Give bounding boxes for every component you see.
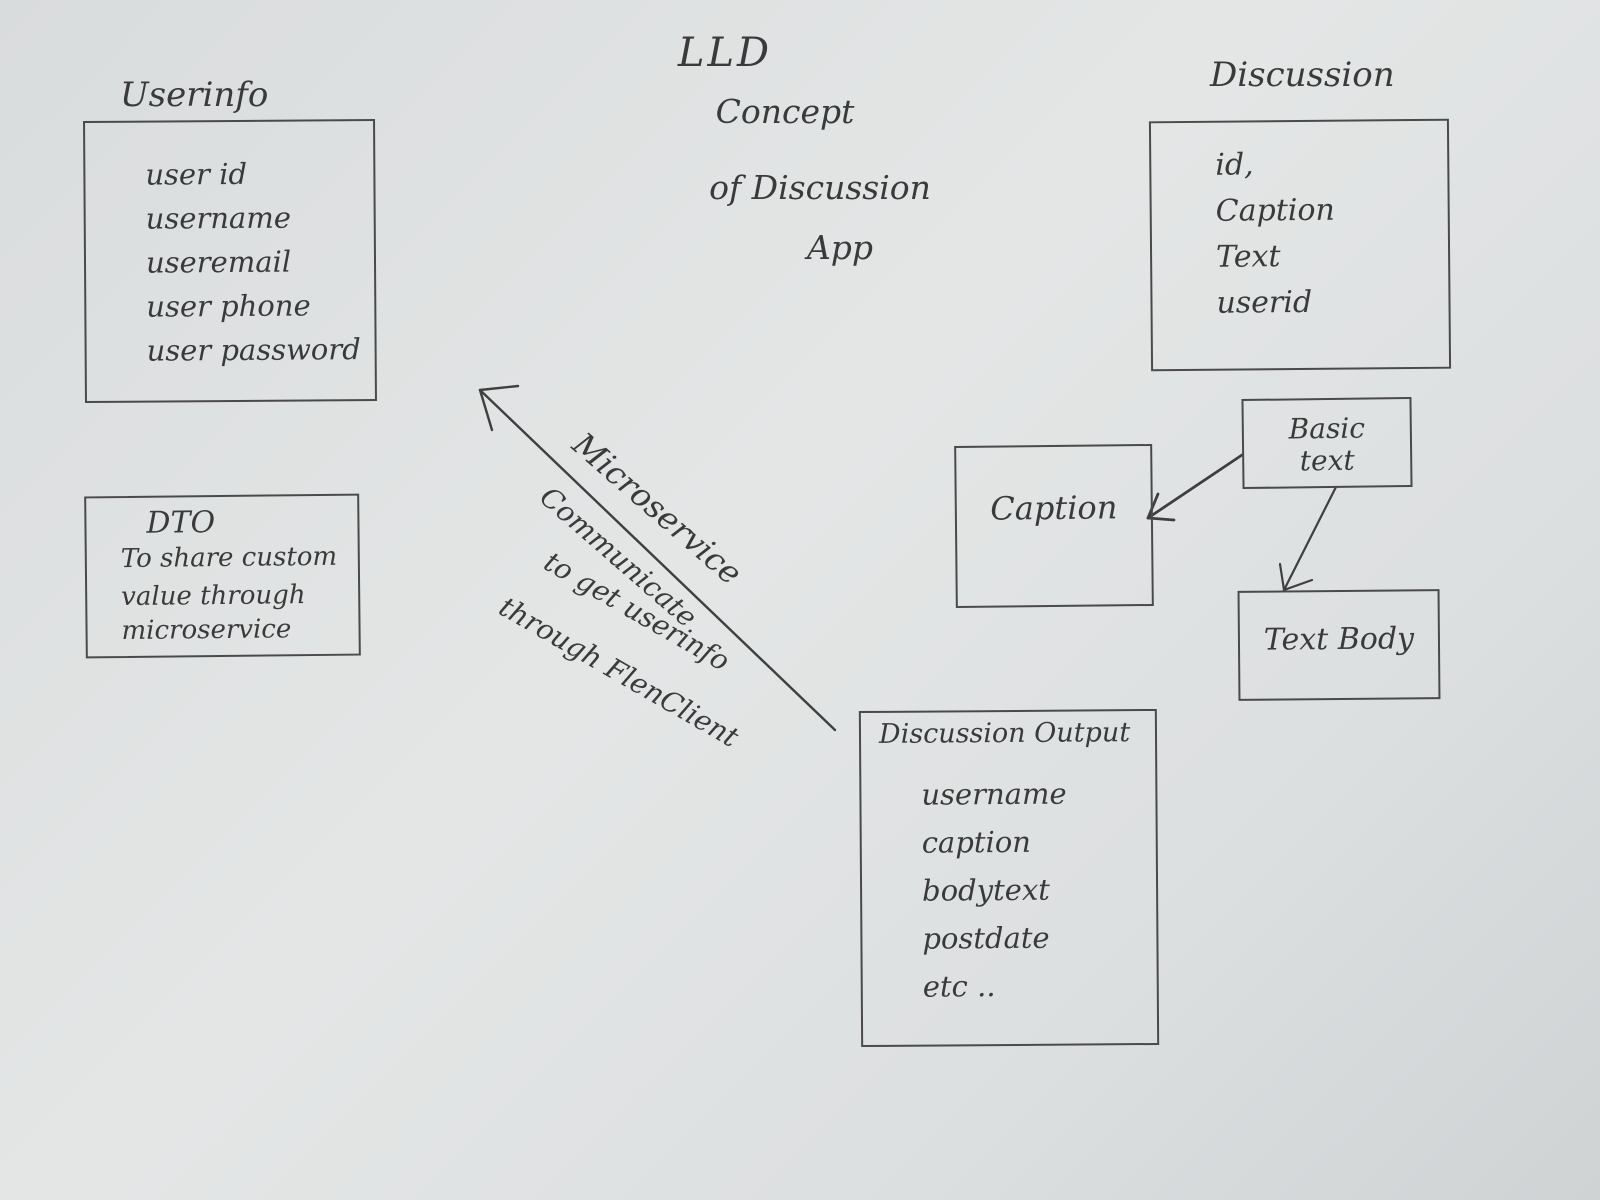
dto-box: DTO To share custom value through micros…: [84, 493, 361, 659]
dto-description-line: microservice: [121, 614, 292, 647]
discussion-output-field: caption: [921, 824, 1032, 860]
discussion-field: userid: [1216, 284, 1313, 321]
dto-description-line: To share custom: [120, 541, 338, 575]
basic-to-caption-arrow-shaft: [1146, 453, 1244, 520]
discussion-output-field: username: [921, 776, 1067, 812]
caption-box: Caption: [954, 443, 1154, 609]
discussion-output-field: bodytext: [921, 872, 1050, 908]
caption-box-label: Caption: [990, 488, 1118, 528]
discussion-output-field-list: username caption bodytext postdate etc .…: [921, 770, 1068, 1011]
dto-description-line: value through: [121, 580, 306, 613]
userinfo-field: user phone: [146, 288, 311, 324]
title-line-of-discussion: of Discussion: [709, 168, 931, 207]
discussion-output-heading: Discussion Output: [878, 717, 1131, 750]
discussion-field-list: id, Caption Text userid: [1215, 142, 1336, 327]
text-body-box: Text Body: [1237, 589, 1441, 701]
discussion-field: id,: [1215, 147, 1254, 183]
userinfo-field-list: user id username useremail user phone us…: [145, 151, 361, 372]
text-body-label: Text Body: [1263, 621, 1415, 658]
discussion-output-field: postdate: [922, 920, 1050, 956]
discussion-output-field: etc ..: [922, 969, 996, 1004]
userinfo-box: user id username useremail user phone us…: [83, 118, 377, 404]
title-line-app: App: [806, 228, 874, 267]
basic-text-label-line: Basic: [1288, 411, 1366, 446]
basic-to-caption-arrow-head: [1146, 492, 1176, 522]
title-line-concept: Concept: [715, 92, 855, 131]
userinfo-field: user id: [145, 156, 248, 192]
discussion-output-box: Discussion Output username caption bodyt…: [858, 708, 1160, 1048]
title-line-lld: LLD: [677, 30, 773, 76]
discussion-field: Caption: [1215, 192, 1335, 229]
basic-to-textbody-arrow-shaft: [1282, 485, 1338, 592]
dto-title: DTO: [146, 505, 216, 541]
discussion-box: id, Caption Text userid: [1148, 118, 1452, 372]
userinfo-field: username: [145, 200, 292, 236]
microservice-arrow-shaft: [478, 388, 837, 732]
basic-text-box: Basic text: [1241, 396, 1413, 490]
discussion-heading: Discussion: [1210, 55, 1395, 95]
userinfo-field: user password: [146, 332, 361, 368]
userinfo-heading: Userinfo: [120, 75, 269, 115]
userinfo-field: useremail: [145, 244, 292, 280]
microservice-arrow-head: [478, 384, 520, 432]
basic-text-label-line: text: [1299, 443, 1355, 478]
basic-to-textbody-arrow-head: [1278, 562, 1314, 592]
discussion-field: Text: [1215, 239, 1281, 275]
